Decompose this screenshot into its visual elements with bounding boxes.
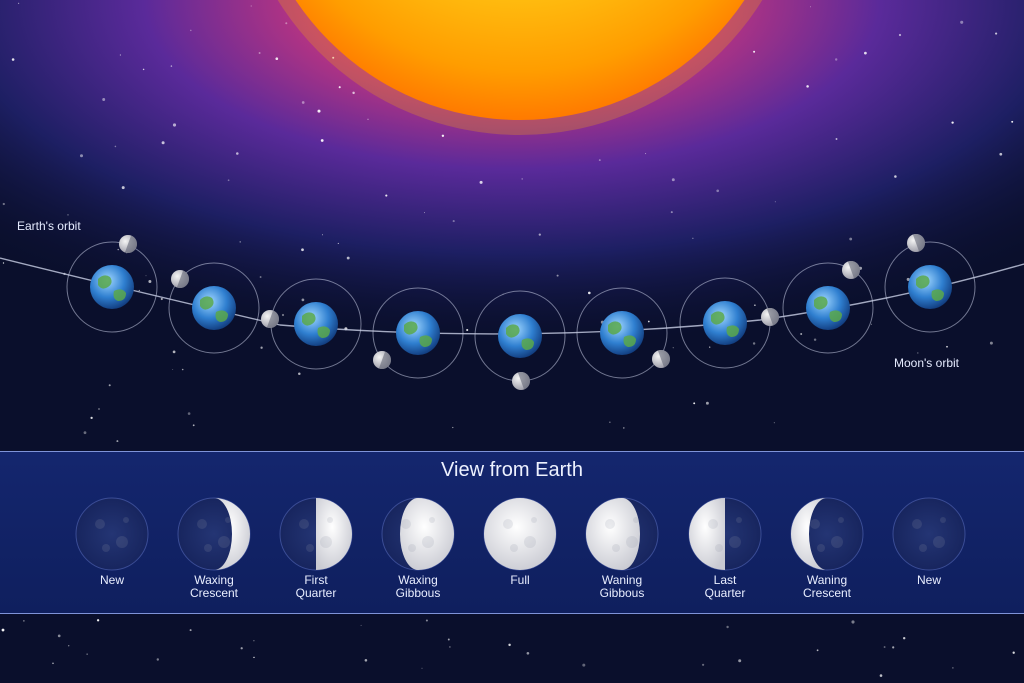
moon-orbit-ring — [168, 262, 260, 354]
earth-icon — [396, 311, 440, 355]
moon-phase-icon — [585, 497, 659, 571]
moon-orbit-ring — [372, 287, 464, 379]
moon-icon — [761, 308, 779, 326]
moon-phase: First Quarter — [265, 496, 367, 600]
earth-moon-system — [474, 290, 566, 390]
earth-icon — [703, 301, 747, 345]
moon-icon — [907, 234, 925, 252]
moon-phase-icon — [688, 497, 762, 571]
moon-phase-label: First Quarter — [295, 573, 337, 600]
earth-moon-systems — [66, 234, 976, 390]
moon-phase: Waning Crescent — [776, 496, 878, 600]
sun-icon — [277, 0, 763, 135]
moon-phase-label: Waxing Gibbous — [395, 573, 441, 600]
moon-icon — [261, 310, 279, 328]
earth-icon — [498, 314, 542, 358]
moon-phase-icon — [381, 497, 455, 571]
moon-phase: Waning Gibbous — [571, 496, 673, 600]
moon-icon — [512, 372, 530, 390]
earth-icon — [192, 286, 236, 330]
moon-phase-icon — [790, 497, 864, 571]
moon-icon — [119, 235, 137, 253]
earth-moon-system — [261, 278, 362, 370]
moon-orbit-ring — [884, 241, 976, 333]
moon-phase-icon — [279, 497, 353, 571]
earth-icon — [294, 302, 338, 346]
earth-icon — [908, 265, 952, 309]
moon-icon — [842, 261, 860, 279]
moon-phase-icon — [892, 497, 966, 571]
view-from-earth-panel: View from Earth New Waxing Crescent First … — [0, 451, 1024, 614]
moon-orbit-ring — [66, 241, 158, 333]
moon-phase: Full — [469, 496, 571, 587]
moon-phase-label: Waxing Crescent — [189, 573, 239, 600]
earth-moon-system — [372, 287, 464, 379]
earth-moon-system — [66, 235, 158, 333]
moon-phase: Waxing Crescent — [163, 496, 265, 600]
moon-icon — [171, 270, 189, 288]
moon-icon — [373, 351, 391, 369]
earth-moon-system — [782, 261, 874, 354]
earth-icon — [806, 286, 850, 330]
earth-icon — [90, 265, 134, 309]
moon-orbit-ring — [576, 287, 668, 379]
moon-orbit-label: Moon's orbit — [894, 356, 959, 370]
moon-phase-label: New — [99, 573, 124, 587]
panel-title: View from Earth — [441, 459, 583, 481]
earth-icon — [600, 311, 644, 355]
moon-phase: New — [878, 496, 980, 587]
moon-phase-label: Last Quarter — [704, 573, 746, 600]
moon-orbit-ring — [782, 262, 874, 354]
moon-phase-label: Waning Crescent — [802, 573, 852, 600]
moon-phase-icon — [177, 497, 251, 571]
earth-moon-system — [576, 287, 670, 379]
moon-phase-icon — [75, 497, 149, 571]
moon-phase-label: Full — [510, 573, 530, 587]
moon-phase: Waxing Gibbous — [367, 496, 469, 600]
moon-phase: Last Quarter — [674, 496, 776, 600]
moon-phase: New — [61, 496, 163, 587]
earth-orbit-label: Earth's orbit — [17, 219, 81, 233]
earth-moon-system — [168, 262, 260, 354]
earth-moon-system — [679, 277, 779, 369]
moon-icon — [652, 350, 670, 368]
earth-moon-system — [884, 234, 976, 333]
moon-phase-icon — [483, 497, 557, 571]
moon-phase-label: New — [916, 573, 941, 587]
moon-phase-label: Waning Gibbous — [599, 573, 645, 600]
